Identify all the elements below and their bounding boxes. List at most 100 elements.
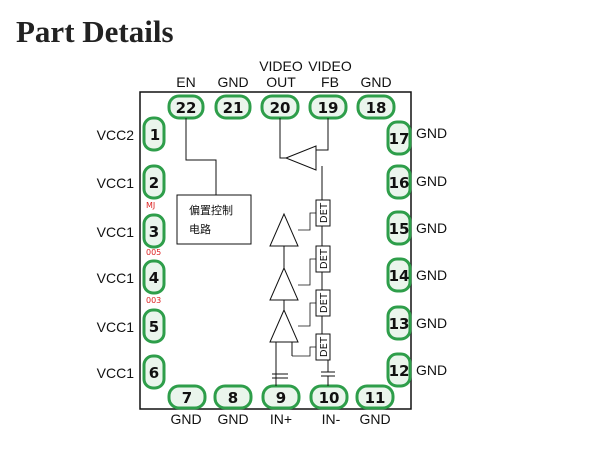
marking-003: 003	[146, 296, 161, 305]
video-fb-wire	[316, 118, 329, 151]
video-out-wire	[279, 118, 286, 159]
pin-pad	[214, 94, 252, 120]
det-block-1: DET	[315, 199, 331, 227]
pin-19: 19 VIDEO FB	[308, 58, 352, 120]
pin-pad	[355, 384, 395, 410]
pin-pad	[309, 384, 349, 410]
pin-pad	[386, 120, 412, 156]
pin-16: 16 GND	[386, 164, 447, 200]
bias-block-label-line2: 电路	[189, 223, 211, 236]
pin-5-label: VCC1	[97, 319, 135, 335]
pin-20-label-line1: VIDEO	[259, 58, 303, 74]
pin-12: 12 GND	[386, 352, 447, 388]
pin-20: 20 VIDEO OUT	[259, 58, 303, 120]
pin-14: 14 GND	[386, 257, 447, 293]
pin-1: 1 VCC2	[97, 116, 166, 152]
pin-19-label-line2: FB	[321, 74, 339, 90]
pin-pad	[142, 259, 166, 295]
pin-22-label: EN	[176, 74, 195, 90]
pin-15-number: 15	[389, 220, 410, 238]
pin-21-label: GND	[217, 74, 248, 90]
marking-mj: MJ	[146, 201, 155, 210]
pin-9-number: 9	[276, 389, 286, 407]
pin-1-number: 1	[150, 126, 160, 144]
pin-pad	[386, 164, 412, 200]
pin-22-number: 22	[176, 99, 197, 117]
pin-6: 6 VCC1	[97, 354, 166, 390]
pin-pad	[261, 384, 301, 410]
bias-control-block	[176, 194, 252, 245]
pin-13-label: GND	[416, 315, 447, 331]
pin-pad	[142, 213, 166, 249]
pin-7: 7 GND	[167, 384, 207, 427]
pin-pad	[386, 305, 412, 341]
video-amplifier-icon	[284, 145, 317, 171]
pin-20-label-line2: OUT	[266, 74, 296, 90]
pin-22: 22 EN	[167, 74, 205, 120]
limiting-amplifier-3-icon	[269, 308, 299, 343]
pin-pad	[142, 116, 166, 152]
pin-21: 21 GND	[214, 74, 252, 120]
pin-19-label-line1: VIDEO	[308, 58, 352, 74]
pin-14-number: 14	[389, 267, 410, 285]
pin-18: 18 GND	[356, 74, 396, 120]
pin-8-number: 8	[228, 389, 238, 407]
pin-14-label: GND	[416, 267, 447, 283]
pin-4: 4 VCC1	[97, 259, 166, 295]
pin-pad	[386, 257, 412, 293]
pin-17-label: GND	[416, 125, 447, 141]
pin-15-label: GND	[416, 220, 447, 236]
pin-15: 15 GND	[386, 210, 447, 246]
det-label-3: DET	[319, 292, 330, 313]
pin-8-label: GND	[217, 411, 248, 427]
pin-10-number: 10	[319, 389, 340, 407]
pin-21-number: 21	[223, 99, 244, 117]
pin-9-label: IN+	[270, 411, 292, 427]
pin-7-label: GND	[170, 411, 201, 427]
pin-8: 8 GND	[213, 384, 253, 427]
pin-17: 17 GND	[386, 120, 447, 156]
pin-2: 2 VCC1	[97, 164, 166, 200]
pin-pad	[142, 354, 166, 390]
page-title: Part Details	[16, 14, 174, 49]
pin-pad	[386, 352, 412, 388]
pin-pad	[213, 384, 253, 410]
pin-2-number: 2	[149, 174, 159, 192]
pin-18-label: GND	[360, 74, 391, 90]
pin-18-number: 18	[366, 99, 387, 117]
pin-3-label: VCC1	[97, 224, 135, 240]
pin-pad	[142, 308, 166, 344]
pin-2-label: VCC1	[97, 175, 135, 191]
pin-4-number: 4	[149, 269, 159, 287]
pin-16-label: GND	[416, 173, 447, 189]
det-block-4: DET	[315, 333, 331, 361]
pin-19-number: 19	[318, 99, 339, 117]
pin-13-number: 13	[389, 315, 410, 333]
pin-5-number: 5	[149, 318, 159, 336]
pin-11-number: 11	[365, 389, 386, 407]
en-wire	[185, 118, 217, 195]
pin-3: 3 VCC1	[97, 213, 166, 249]
pin-pad	[386, 210, 412, 246]
pin-5: 5 VCC1	[97, 308, 166, 344]
pin-pad	[167, 384, 207, 410]
marking-005: 005	[146, 248, 161, 257]
pin-3-number: 3	[149, 223, 159, 241]
pin-11-label: GND	[359, 411, 390, 427]
pin-10: 10 IN-	[309, 384, 349, 427]
det-label-4: DET	[319, 336, 330, 357]
bias-block-label-line1: 偏置控制	[189, 203, 233, 217]
pin-6-number: 6	[149, 364, 159, 382]
pin-6-label: VCC1	[97, 365, 135, 381]
det-label-2: DET	[319, 248, 330, 269]
pin-1-label: VCC2	[97, 127, 135, 143]
pin-13: 13 GND	[386, 305, 447, 341]
pin-7-number: 7	[182, 389, 192, 407]
det-label-1: DET	[319, 202, 330, 223]
pin-16-number: 16	[389, 174, 410, 192]
pin-12-number: 12	[389, 362, 410, 380]
pin-pad	[356, 94, 396, 120]
pin-pad	[142, 164, 166, 200]
pin-12-label: GND	[416, 362, 447, 378]
